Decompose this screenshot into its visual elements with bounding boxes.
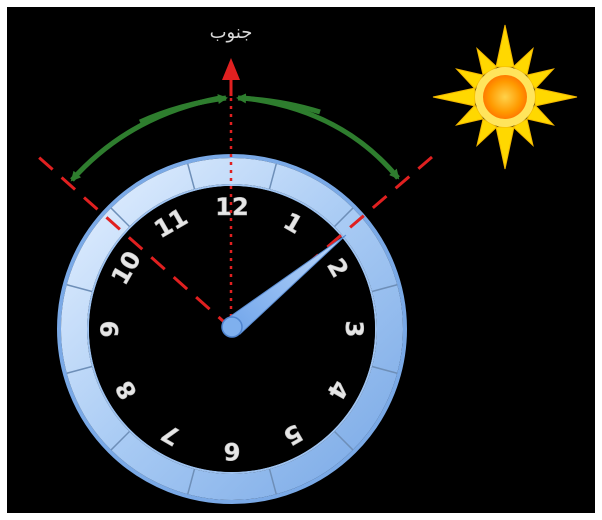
clock-number-9: 9 — [96, 321, 124, 338]
clock-number-12: 12 — [215, 193, 248, 221]
clock-number-3: 3 — [340, 321, 368, 338]
clock-center-pin — [222, 317, 242, 337]
sun-core — [483, 75, 527, 119]
south-label: جنوب — [210, 22, 253, 43]
clock-number-6: 6 — [224, 437, 241, 465]
